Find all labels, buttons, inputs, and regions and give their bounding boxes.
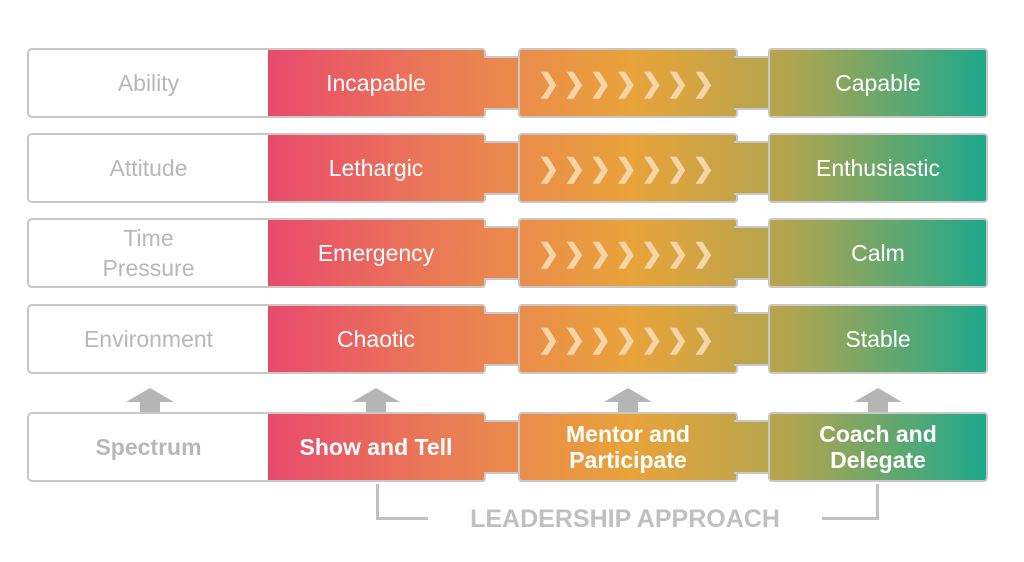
label-line: Time: [123, 225, 174, 251]
row-label: Ability: [27, 48, 270, 118]
chevron-icons: ❯❯❯❯❯❯❯: [537, 237, 719, 268]
bracket-line: [822, 517, 879, 520]
low-value: Chaotic: [268, 304, 486, 374]
row-label: Attitude: [27, 133, 270, 203]
connector: [734, 56, 770, 110]
connector: [734, 226, 770, 280]
approach-coach-and-delegate: Coach and Delegate: [768, 412, 988, 482]
chevron-icons: ❯❯❯❯❯❯❯: [537, 323, 719, 354]
connector: [734, 420, 770, 474]
row-label: Spectrum: [27, 412, 270, 482]
approach-mentor-and-participate: Mentor and Participate: [518, 412, 738, 482]
connector: [734, 312, 770, 366]
low-value: Emergency: [268, 218, 486, 288]
progression-chevrons: ❯❯❯❯❯❯❯: [518, 218, 738, 288]
connector: [484, 226, 520, 280]
progression-chevrons: ❯❯❯❯❯❯❯: [518, 48, 738, 118]
approach-show-and-tell: Show and Tell: [268, 412, 486, 482]
row-label: Environment: [27, 304, 270, 374]
connector: [484, 56, 520, 110]
connector: [484, 420, 520, 474]
row-ability: Ability Incapable ❯❯❯❯❯❯❯ Capable: [27, 48, 988, 118]
bracket-line: [876, 484, 879, 520]
row-environment: Environment Chaotic ❯❯❯❯❯❯❯ Stable: [27, 304, 988, 374]
chevron-icons: ❯❯❯❯❯❯❯: [537, 67, 719, 98]
connector: [484, 141, 520, 195]
progression-chevrons: ❯❯❯❯❯❯❯: [518, 304, 738, 374]
progression-chevrons: ❯❯❯❯❯❯❯: [518, 133, 738, 203]
high-value: Enthusiastic: [768, 133, 988, 203]
high-value: Calm: [768, 218, 988, 288]
connector: [734, 141, 770, 195]
chevron-icons: ❯❯❯❯❯❯❯: [537, 152, 719, 183]
row-spectrum: Spectrum Show and Tell Mentor and Partic…: [27, 412, 988, 482]
row-attitude: Attitude Lethargic ❯❯❯❯❯❯❯ Enthusiastic: [27, 133, 988, 203]
high-value: Stable: [768, 304, 988, 374]
bracket-line: [376, 517, 428, 520]
label-line: Pressure: [102, 255, 195, 281]
bracket-line: [376, 484, 379, 520]
high-value: Capable: [768, 48, 988, 118]
leadership-approach-caption: LEADERSHIP APPROACH: [470, 505, 780, 533]
low-value: Lethargic: [268, 133, 486, 203]
low-value: Incapable: [268, 48, 486, 118]
connector: [484, 312, 520, 366]
